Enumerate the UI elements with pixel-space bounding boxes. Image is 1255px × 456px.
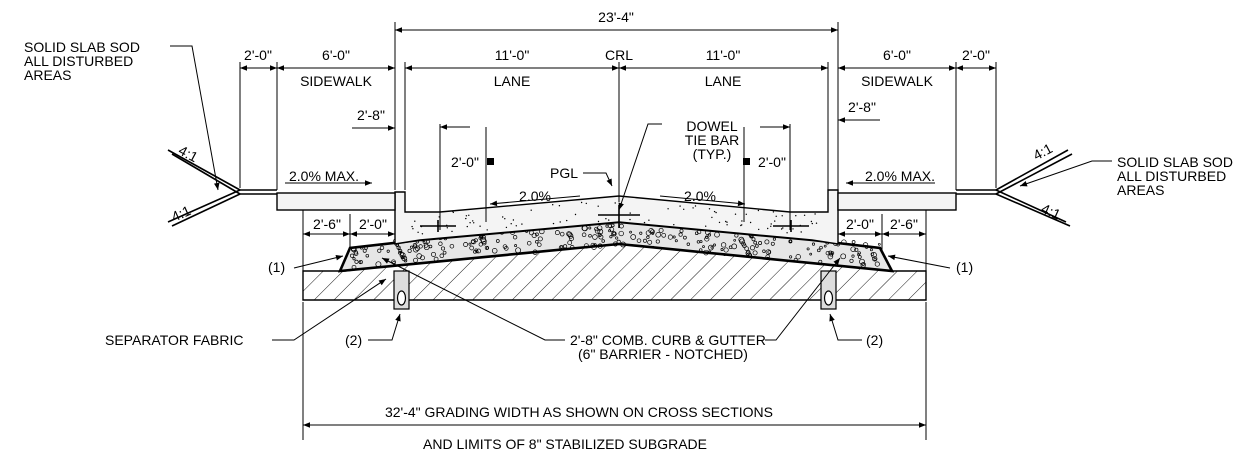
lane-left-dim: 11'-0" bbox=[495, 47, 530, 63]
sod-left-line1: SOLID SLAB SOD bbox=[24, 39, 140, 55]
dowel-label-1: DOWEL bbox=[686, 118, 738, 134]
note2-right: (2) bbox=[866, 332, 883, 348]
separator-fabric-label: SEPARATOR FABRIC bbox=[105, 332, 243, 348]
pave-slope-left: 2.0% bbox=[519, 188, 551, 204]
base-aggregate-stipple bbox=[350, 223, 881, 270]
dowel-label-3: (TYP.) bbox=[693, 146, 732, 162]
dowel-offset-left-dim: 2'-0" bbox=[451, 154, 479, 170]
ground-left bbox=[167, 149, 277, 227]
gutter-right-dim: 2'-8" bbox=[848, 99, 876, 115]
base-ext-inner-left: 2'-0" bbox=[359, 216, 387, 232]
lane-right-label: LANE bbox=[705, 73, 742, 89]
sidewalk-right-dim: 6'-0" bbox=[883, 47, 911, 63]
sod-right-line1: SOLID SLAB SOD bbox=[1117, 154, 1233, 170]
sod-right-line2: ALL DISTURBED bbox=[1117, 168, 1226, 184]
lane-right-dim: 11'-0" bbox=[706, 47, 741, 63]
concrete-stipple bbox=[411, 201, 818, 235]
sod-left-line2: ALL DISTURBED bbox=[24, 53, 133, 69]
annotation-text: 23'-4" 11'-0" CRL 11'-0" LANE LANE 6'-0"… bbox=[24, 9, 1233, 452]
sidewalk-right-label: SIDEWALK bbox=[861, 73, 933, 89]
sidewalk-left-slab bbox=[276, 192, 396, 211]
note1-right: (1) bbox=[956, 259, 973, 275]
bullet-left bbox=[487, 158, 494, 165]
underdrain-right bbox=[820, 270, 837, 310]
slope-right-lower: 4:1 bbox=[1039, 200, 1063, 223]
underdrain-left bbox=[393, 270, 410, 310]
note2-left: (2) bbox=[345, 332, 362, 348]
sidewalk-right-slab bbox=[837, 192, 957, 211]
buffer-left-dim: 2'-0" bbox=[244, 47, 272, 63]
dowel-offset-right-dim: 2'-0" bbox=[758, 154, 786, 170]
walk-slope-left: 2.0% MAX. bbox=[289, 168, 359, 184]
slope-left-lower: 4:1 bbox=[169, 202, 193, 225]
note1-left: (1) bbox=[268, 259, 285, 275]
dowel-label-2: TIE BAR bbox=[685, 132, 739, 148]
pave-slope-right: 2.0% bbox=[684, 188, 716, 204]
lane-left-label: LANE bbox=[494, 73, 531, 89]
bullet-right bbox=[743, 158, 750, 165]
curb-gutter-label-1: 2'-8" COMB. CURB & GUTTER bbox=[570, 332, 766, 348]
subgrade-label: AND LIMITS OF 8" STABILIZED SUBGRADE bbox=[423, 436, 707, 452]
base-ext-inner-right: 2'-0" bbox=[846, 216, 874, 232]
slope-left-upper: 4:1 bbox=[176, 142, 201, 165]
buffer-right-dim: 2'-0" bbox=[962, 47, 990, 63]
leader-lines bbox=[170, 45, 1112, 341]
grading-width-label: 32'-4" GRADING WIDTH AS SHOWN ON CROSS S… bbox=[385, 404, 773, 420]
sidewalk-left-label: SIDEWALK bbox=[300, 73, 372, 89]
overall-width-dim: 23'-4" bbox=[598, 9, 634, 25]
base-ext-outer-left: 2'-6" bbox=[313, 216, 341, 232]
walk-slope-right: 2.0% MAX. bbox=[865, 168, 935, 184]
crl-label: CRL bbox=[605, 47, 633, 63]
dimension-lines bbox=[239, 22, 997, 440]
pavement-slab bbox=[394, 189, 839, 245]
sidewalk-left-dim: 6'-0" bbox=[322, 47, 350, 63]
sod-left-line3: AREAS bbox=[24, 67, 71, 83]
base-course bbox=[337, 220, 895, 273]
gutter-left-dim: 2'-8" bbox=[357, 107, 385, 123]
base-ext-outer-right: 2'-6" bbox=[890, 216, 918, 232]
pgl-label: PGL bbox=[550, 165, 578, 181]
curb-gutter-label-2: (6" BARRIER - NOTCHED) bbox=[578, 346, 748, 362]
sod-right-line3: AREAS bbox=[1117, 182, 1164, 198]
ground-right bbox=[956, 149, 1073, 227]
